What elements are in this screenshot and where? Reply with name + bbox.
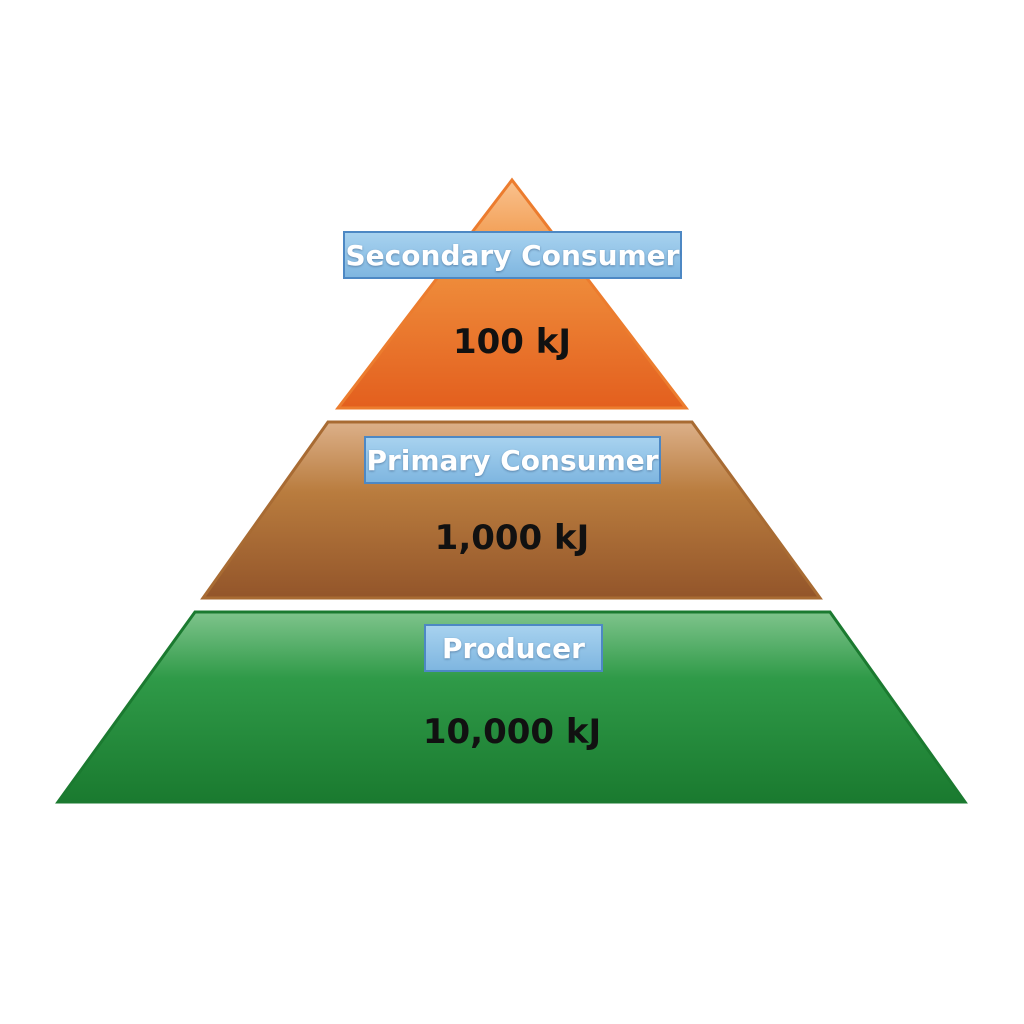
primary-consumer-value: 1,000 kJ xyxy=(434,518,590,558)
primary-consumer-label: Primary Consumer xyxy=(364,436,661,484)
producer-tier xyxy=(55,610,968,804)
secondary-consumer-label: Secondary Consumer xyxy=(343,231,682,279)
secondary-consumer-value: 100 kJ xyxy=(452,322,572,362)
primary-consumer-tier xyxy=(200,420,823,600)
producer-value: 10,000 kJ xyxy=(422,712,602,752)
producer-label: Producer xyxy=(424,624,603,672)
secondary-consumer-tier xyxy=(334,177,690,410)
